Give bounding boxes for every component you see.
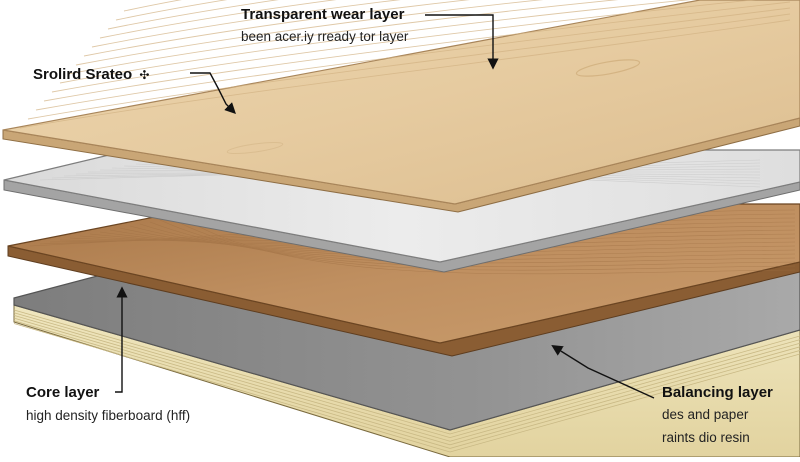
wood-grain-line xyxy=(51,0,757,93)
balancing-layer-description-line-2: raints dio resin xyxy=(662,430,750,445)
core-layer-description: high density fiberboard (hff) xyxy=(26,408,191,423)
wood-grain-line xyxy=(115,0,228,21)
balancing-layer-leader xyxy=(551,345,655,399)
balancing-layer-description-line-1: des and paper xyxy=(662,407,749,422)
wear-layer-description: been acer.iy rready tor layer xyxy=(241,29,409,44)
wood-grain-line xyxy=(91,0,401,48)
leader-lines xyxy=(115,14,655,399)
wear-layer-title: Transparent wear layer xyxy=(241,6,405,23)
side-stripe-line xyxy=(13,320,800,449)
wood-grain-line xyxy=(19,19,791,129)
wood-grain-line xyxy=(35,7,791,111)
wood-grain-line xyxy=(83,0,471,57)
balancing-layer-stripes xyxy=(13,309,800,453)
wood-knot-left xyxy=(226,141,284,155)
wear-layer-top-face xyxy=(2,0,800,205)
wood-knot-right xyxy=(575,59,641,77)
core-layer-title: Core layer xyxy=(26,384,100,401)
side-stripe-line xyxy=(13,312,800,439)
wood-grain-line xyxy=(107,0,280,30)
decor-layer-leader xyxy=(190,72,236,114)
balancing-layer-title: Balancing layer xyxy=(662,384,773,401)
side-stripe-line xyxy=(13,317,800,446)
wood-grain-line xyxy=(99,0,337,39)
side-stripe-line xyxy=(13,309,800,435)
wood-grain-line xyxy=(67,0,619,75)
wear-layer-shape xyxy=(2,0,800,213)
core-grain-line xyxy=(179,215,796,275)
side-stripe-line xyxy=(13,315,800,442)
decor-layer-title: Srolird Srateo ✣ xyxy=(33,66,149,83)
core-layer-leader xyxy=(115,286,128,393)
wood-grain-line xyxy=(59,0,691,84)
wood-grain-line xyxy=(27,13,791,120)
decor-layer-glyph-icon: ✣ xyxy=(139,68,150,82)
decor-layer-title-text: Srolird Srateo xyxy=(33,66,133,83)
wood-grain-line xyxy=(75,0,544,66)
wear-layer-leader xyxy=(425,14,499,70)
side-stripe-line xyxy=(13,323,800,453)
wood-grain-line xyxy=(43,1,791,102)
wear-layer-grain xyxy=(19,0,791,129)
